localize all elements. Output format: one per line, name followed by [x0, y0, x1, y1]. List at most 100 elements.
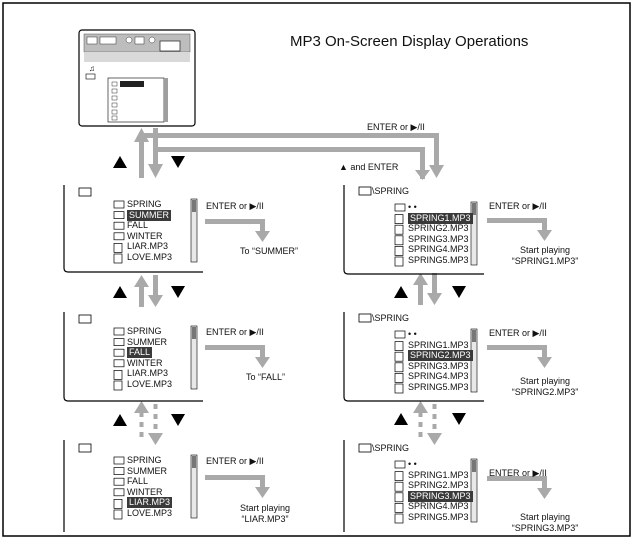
file-icon: [394, 362, 404, 373]
up-and-enter-label: ▲ and ENTER: [339, 162, 399, 172]
file-icon: [394, 481, 404, 492]
file-icon: [113, 370, 123, 380]
result-label: Start playing: [519, 376, 571, 386]
folder-icon: [113, 221, 125, 230]
list-item[interactable]: LIAR.MP3: [127, 497, 173, 509]
list-item[interactable]: WINTER: [127, 357, 163, 368]
folder-icon: [358, 313, 372, 323]
result-label: “SPRING3.MP3”: [511, 523, 579, 533]
list-item[interactable]: SPRING2.MP3: [408, 350, 473, 362]
file-icon: [394, 341, 404, 351]
diagram-title: MP3 On-Screen Display Operations: [290, 33, 529, 50]
list-item[interactable]: LIAR.MP3: [127, 241, 169, 252]
file-icon: [394, 383, 404, 394]
list-item[interactable]: LIAR.MP3: [127, 368, 169, 379]
enter-or-play-label: ENTER or ▶/II: [206, 456, 264, 466]
folder-icon: [78, 314, 92, 324]
result-label: “LIAR.MP3”: [241, 514, 289, 524]
grey-arrows: [134, 128, 552, 499]
list-item[interactable]: LOVE.MP3: [127, 508, 173, 518]
down-triangle-icon: [452, 413, 466, 425]
list-item[interactable]: SPRING5.MP3: [408, 382, 469, 392]
folder-icon: [113, 467, 125, 475]
file-icon: [394, 214, 404, 224]
list-item[interactable]: SPRING1.MP3: [408, 469, 469, 480]
folder-icon: [358, 443, 372, 453]
list-item[interactable]: SPRING5.MP3: [408, 512, 469, 522]
list-item[interactable]: FALL: [127, 220, 149, 231]
folder-icon: [113, 348, 125, 357]
list-icons: [394, 203, 406, 524]
file-icon: [113, 253, 123, 264]
status-box-icon: [99, 36, 117, 45]
file-icon: [394, 373, 404, 383]
list-item[interactable]: SPRING5.MP3: [408, 255, 469, 265]
list-item[interactable]: LOVE.MP3: [127, 252, 173, 262]
list-item[interactable]: SPRING2.MP3: [408, 223, 469, 234]
file-icon: [394, 513, 404, 524]
panel-frames: [63, 185, 484, 532]
path-label: \SPRING: [372, 443, 410, 453]
result-label: To “SUMMER”: [240, 246, 298, 256]
enter-or-play-label: ENTER or ▶/II: [206, 327, 264, 337]
parent-dir-item[interactable]: • •: [408, 329, 417, 339]
list-item[interactable]: SPRING3.MP3: [408, 490, 473, 502]
parent-dir-item[interactable]: • •: [408, 459, 417, 469]
file-icon: [394, 471, 404, 481]
folder-icon: [113, 200, 125, 209]
list-item[interactable]: SPRING4.MP3: [408, 501, 469, 512]
result-label: Start playing: [239, 503, 291, 513]
down-triangle-icon: [171, 286, 185, 298]
file-icon: [394, 224, 404, 235]
result-label: “SPRING1.MP3”: [511, 256, 579, 266]
file-icon: [113, 499, 123, 509]
result-label: Start playing: [519, 512, 571, 522]
up-triangle-icon: [394, 413, 408, 425]
list-item[interactable]: SPRING1.MP3: [408, 339, 469, 350]
list-item[interactable]: FALL: [127, 476, 149, 487]
folder-icon: [358, 186, 372, 196]
folder-icon: [113, 359, 125, 368]
file-icon: [394, 503, 404, 513]
list-item[interactable]: WINTER: [127, 486, 163, 497]
down-triangle-icon: [452, 286, 466, 298]
result-label: “SPRING2.MP3”: [511, 387, 579, 397]
list-item[interactable]: SPRING: [127, 326, 162, 336]
up-triangle-icon: [113, 156, 127, 168]
down-triangle-icon: [171, 414, 185, 426]
file-icon: [113, 509, 123, 520]
up-triangle-icon: [394, 286, 408, 298]
up-triangle-icon: [113, 286, 127, 298]
list-item[interactable]: SPRING: [127, 199, 162, 209]
folder-icon: [113, 488, 125, 497]
file-icon: [394, 246, 404, 256]
enter-or-play-label: ENTER or ▶/II: [489, 328, 547, 338]
status-dot-icon: [125, 36, 133, 44]
list-icons: [113, 200, 125, 520]
folder-icon: [113, 338, 125, 346]
list-item[interactable]: FALL: [127, 347, 153, 359]
list-item[interactable]: LOVE.MP3: [127, 379, 173, 389]
list-item[interactable]: SPRING4.MP3: [408, 371, 469, 382]
enter-or-play-label: ENTER or ▶/II: [367, 122, 425, 132]
list-item[interactable]: SPRING3.MP3: [408, 360, 469, 371]
list-item[interactable]: SPRING1.MP3: [408, 212, 473, 224]
sub-display-icon: [159, 40, 181, 52]
list-item[interactable]: SPRING: [127, 455, 162, 465]
folder-icon: [394, 203, 406, 212]
list-item[interactable]: WINTER: [127, 230, 163, 241]
parent-dir-item[interactable]: • •: [408, 202, 417, 212]
list-item[interactable]: SPRING4.MP3: [408, 244, 469, 255]
list-item[interactable]: SPRING3.MP3: [408, 233, 469, 244]
file-icon: [394, 492, 404, 503]
folder-icon: [394, 330, 406, 339]
folder-icon: [85, 73, 96, 80]
list-item[interactable]: SPRING2.MP3: [408, 480, 469, 491]
list-item[interactable]: SUMMER: [127, 336, 167, 347]
enter-or-play-label: ENTER or ▶/II: [489, 201, 547, 211]
list-item[interactable]: SUMMER: [127, 465, 167, 476]
device-screen-top: ♫: [78, 29, 196, 127]
list-item[interactable]: SUMMER: [127, 209, 171, 221]
